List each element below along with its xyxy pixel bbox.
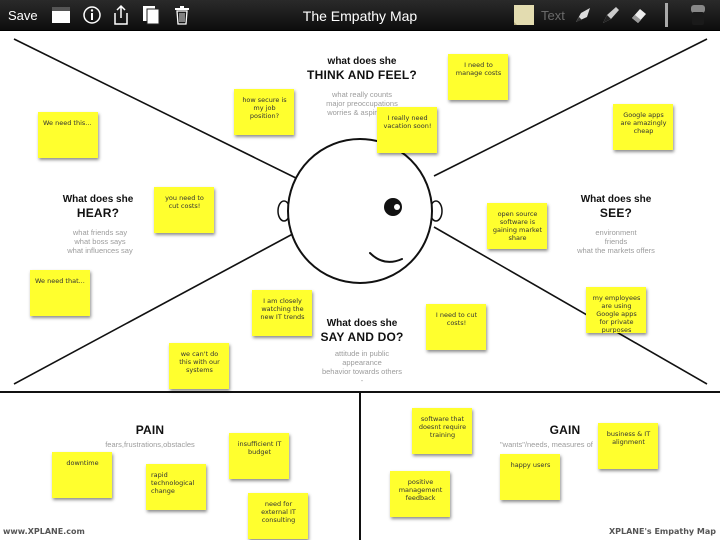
eye-highlight xyxy=(394,204,400,210)
footer-credit: XPLANE's Empathy Map xyxy=(608,527,716,536)
say-heading: What does she SAY AND DO? xyxy=(304,317,420,345)
toolbar: Save The Empathy Map Text xyxy=(0,0,720,31)
say-subtext: attitude in public appearance behavior t… xyxy=(321,349,403,385)
pain-title: PAIN xyxy=(135,423,165,437)
hear-title: HEAR? xyxy=(76,206,120,220)
text-tool-button[interactable]: Text xyxy=(541,8,565,23)
think-heading: what does she THINK AND FEEL? xyxy=(292,55,432,83)
sticky-note[interactable]: we can't do this with our systems xyxy=(169,343,229,389)
hear-question: What does she xyxy=(62,194,134,205)
footer-website: www.XPLANE.com xyxy=(3,527,85,536)
think-subtext: what really counts major preoccupations … xyxy=(326,90,398,117)
stroke-width-icon[interactable] xyxy=(664,3,670,27)
see-subtext: environment friends what the markets off… xyxy=(577,228,655,255)
map-drawing xyxy=(0,38,720,540)
diagonal-top-left xyxy=(13,38,303,182)
sticky-note-icon[interactable] xyxy=(513,4,535,26)
info-icon[interactable] xyxy=(82,5,102,25)
say-title: SAY AND DO? xyxy=(320,330,404,344)
sticky-note[interactable]: I need to cut costs! xyxy=(426,304,486,350)
sticky-note[interactable]: I am closely watching the new IT trends xyxy=(252,290,312,336)
pen-icon[interactable] xyxy=(601,5,621,25)
gain-subtext: "wants"/needs, measures of xyxy=(500,440,593,449)
trash-icon[interactable] xyxy=(173,4,191,26)
sticky-note[interactable]: Google apps are amazingly cheap xyxy=(613,104,673,150)
pain-heading: PAIN xyxy=(120,423,180,438)
sticky-note[interactable]: open source software is gaining market s… xyxy=(487,203,547,249)
sticky-note[interactable]: how secure is my job position? xyxy=(234,89,294,135)
see-question: What does she xyxy=(580,194,652,205)
sticky-note[interactable]: I really need vacation soon! xyxy=(377,107,437,153)
sticky-note[interactable]: We need that... xyxy=(30,270,90,316)
sticky-note[interactable]: We need this... xyxy=(38,112,98,158)
sticky-note[interactable]: downtime xyxy=(52,452,112,498)
sticky-note[interactable]: happy users xyxy=(500,454,560,500)
sticky-note[interactable]: you need to cut costs! xyxy=(154,187,214,233)
head xyxy=(287,138,433,284)
diagonal-bottom-right xyxy=(433,226,708,385)
color-icon[interactable] xyxy=(688,3,708,27)
gain-heading: GAIN xyxy=(535,423,595,438)
sticky-note[interactable]: insufficient IT budget xyxy=(229,433,289,479)
sticky-note[interactable]: need for external IT consulting xyxy=(248,493,308,539)
see-title: SEE? xyxy=(599,206,633,220)
sticky-note[interactable]: software that doesnt require training xyxy=(412,408,472,454)
diagonal-bottom-left xyxy=(13,228,303,385)
share-icon[interactable] xyxy=(112,4,130,26)
sticky-note[interactable]: rapid technological change xyxy=(146,464,206,510)
sticky-note[interactable]: I need to manage costs xyxy=(448,54,508,100)
window-icon[interactable] xyxy=(51,6,71,24)
diagonal-top-right xyxy=(433,38,708,177)
mouth xyxy=(369,252,403,263)
marker-icon[interactable] xyxy=(573,5,593,25)
see-heading: What does she SEE? xyxy=(576,193,656,221)
eraser-icon[interactable] xyxy=(629,5,649,25)
think-title: THINK AND FEEL? xyxy=(307,68,417,82)
gain-title: GAIN xyxy=(549,423,581,437)
eye xyxy=(384,198,402,216)
say-question: What does she xyxy=(326,318,398,329)
think-question: what does she xyxy=(327,56,397,67)
pain-subtext: fears,frustrations,obstacles xyxy=(105,440,195,449)
sticky-note[interactable]: positive management feedback xyxy=(390,471,450,517)
save-button[interactable]: Save xyxy=(8,8,38,23)
sticky-note[interactable]: my employees are using Google apps for p… xyxy=(586,287,646,333)
hear-heading: What does she HEAR? xyxy=(58,193,138,221)
empathy-map-canvas[interactable]: what does she THINK AND FEEL? what reall… xyxy=(0,31,720,540)
hear-subtext: what friends say what boss says what inf… xyxy=(67,228,133,255)
duplicate-icon[interactable] xyxy=(141,4,161,26)
sticky-note[interactable]: business & IT alignment xyxy=(598,423,658,469)
